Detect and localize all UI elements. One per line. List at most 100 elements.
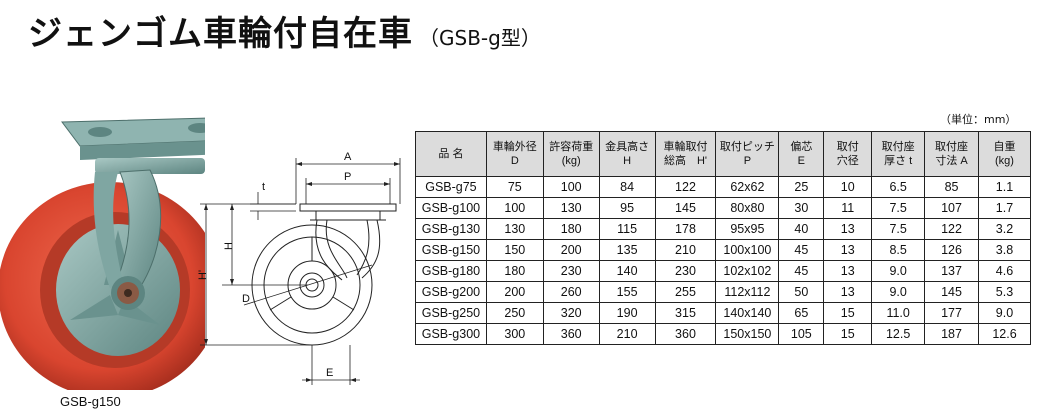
table-cell: 190 (598, 302, 656, 324)
table-cell: 107 (924, 197, 979, 219)
table-cell: 45 (778, 239, 825, 261)
table-cell: 177 (924, 302, 979, 324)
column-header-line1: 取付 (836, 141, 859, 153)
unit-note: （単位：mm） (940, 113, 1017, 126)
table-cell: 315 (654, 302, 717, 324)
column-header-line1: 金具高さ (605, 141, 650, 153)
table-cell: 100 (542, 176, 600, 198)
column-header-line2: 厚さ t (884, 155, 913, 167)
table-cell: 1.7 (977, 197, 1032, 219)
model-cell: GSB-g130 (415, 218, 487, 240)
dim-label-A: A (344, 151, 352, 163)
table-cell: 50 (778, 281, 825, 303)
table-cell: 102x102 (715, 260, 780, 282)
table-cell: 7.5 (871, 218, 926, 240)
table-cell: 105 (778, 323, 825, 345)
table-cell: 8.5 (871, 239, 926, 261)
table-cell: 187 (924, 323, 979, 345)
column-header-line2: 総高 H' (663, 155, 707, 167)
table-cell: 140 (598, 260, 656, 282)
table-cell: 84 (598, 176, 656, 198)
model-cell: GSB-g250 (415, 302, 487, 324)
table-cell: 210 (654, 239, 717, 261)
column-header: 自重(kg) (977, 131, 1032, 177)
table-cell: 260 (542, 281, 600, 303)
table-cell: 13 (823, 281, 873, 303)
table-cell: 100 (485, 197, 544, 219)
column-header: 車輪取付総高 H' (654, 131, 717, 177)
table-cell: 13 (823, 239, 873, 261)
model-cell: GSB-g300 (415, 323, 487, 345)
table-cell: 15 (823, 323, 873, 345)
title-main: ジェンゴム車輪付自在車 (28, 14, 413, 54)
dim-label-H: H (223, 242, 235, 250)
column-header-line1: 取付座 (881, 141, 915, 153)
table-cell: 45 (778, 260, 825, 282)
table-cell: 180 (542, 218, 600, 240)
table-cell: 300 (485, 323, 544, 345)
table-cell: 320 (542, 302, 600, 324)
column-header-line1: 車輪外径 (492, 141, 537, 153)
model-cell: GSB-g200 (415, 281, 487, 303)
table-cell: 250 (485, 302, 544, 324)
table-cell: 140x140 (715, 302, 780, 324)
table-cell: 1.1 (977, 176, 1032, 198)
table-cell: 4.6 (977, 260, 1032, 282)
table-cell: 3.2 (977, 218, 1032, 240)
table-cell: 150x150 (715, 323, 780, 345)
column-header: 品 名 (415, 131, 487, 177)
dim-label-t: t (262, 181, 265, 193)
table-cell: 7.5 (871, 197, 926, 219)
table-cell: 150 (485, 239, 544, 261)
table-cell: 40 (778, 218, 825, 240)
table-cell: 100x100 (715, 239, 780, 261)
column-header-line2: D (510, 155, 519, 167)
table-cell: 11 (823, 197, 873, 219)
column-header: 取付座厚さ t (871, 131, 926, 177)
table-cell: 200 (485, 281, 544, 303)
model-cell: GSB-g100 (415, 197, 487, 219)
table-cell: 30 (778, 197, 825, 219)
table-cell: 95x95 (715, 218, 780, 240)
table-cell: 11.0 (871, 302, 926, 324)
table-cell: 145 (924, 281, 979, 303)
column-header: 取付座寸法 A (924, 131, 979, 177)
table-cell: 360 (654, 323, 717, 345)
column-header-line1: 品 名 (438, 148, 464, 160)
column-header-line1: 偏芯 (790, 141, 813, 153)
page-title: ジェンゴム車輪付自在車 （GSB-g型） (28, 6, 541, 54)
table-cell: 200 (542, 239, 600, 261)
table-cell: 230 (654, 260, 717, 282)
column-header: 取付穴径 (823, 131, 873, 177)
column-header-line1: 許容荷重 (549, 141, 594, 153)
column-header: 許容荷重(kg) (542, 131, 600, 177)
table-cell: 12.5 (871, 323, 926, 345)
table-cell: 180 (485, 260, 544, 282)
table-cell: 13 (823, 260, 873, 282)
title-model-series: （GSB-g型） (419, 26, 541, 50)
model-cell: GSB-g75 (415, 176, 487, 198)
table-cell: 65 (778, 302, 825, 324)
table-cell: 62x62 (715, 176, 780, 198)
table-cell: 75 (485, 176, 544, 198)
dim-label-P: P (344, 171, 351, 183)
dim-label-H-prime: H' (197, 270, 209, 280)
column-header-line1: 車輪取付 (663, 141, 708, 153)
dim-label-D: D (242, 293, 250, 305)
table-cell: 178 (654, 218, 717, 240)
table-cell: 145 (654, 197, 717, 219)
column-header-line2: P (743, 155, 752, 167)
dimension-drawing: A P t H H' D E (197, 151, 401, 385)
caster-photo (0, 117, 205, 390)
table-cell: 130 (485, 218, 544, 240)
table-cell: 3.8 (977, 239, 1032, 261)
table-cell: 10 (823, 176, 873, 198)
table-cell: 95 (598, 197, 656, 219)
